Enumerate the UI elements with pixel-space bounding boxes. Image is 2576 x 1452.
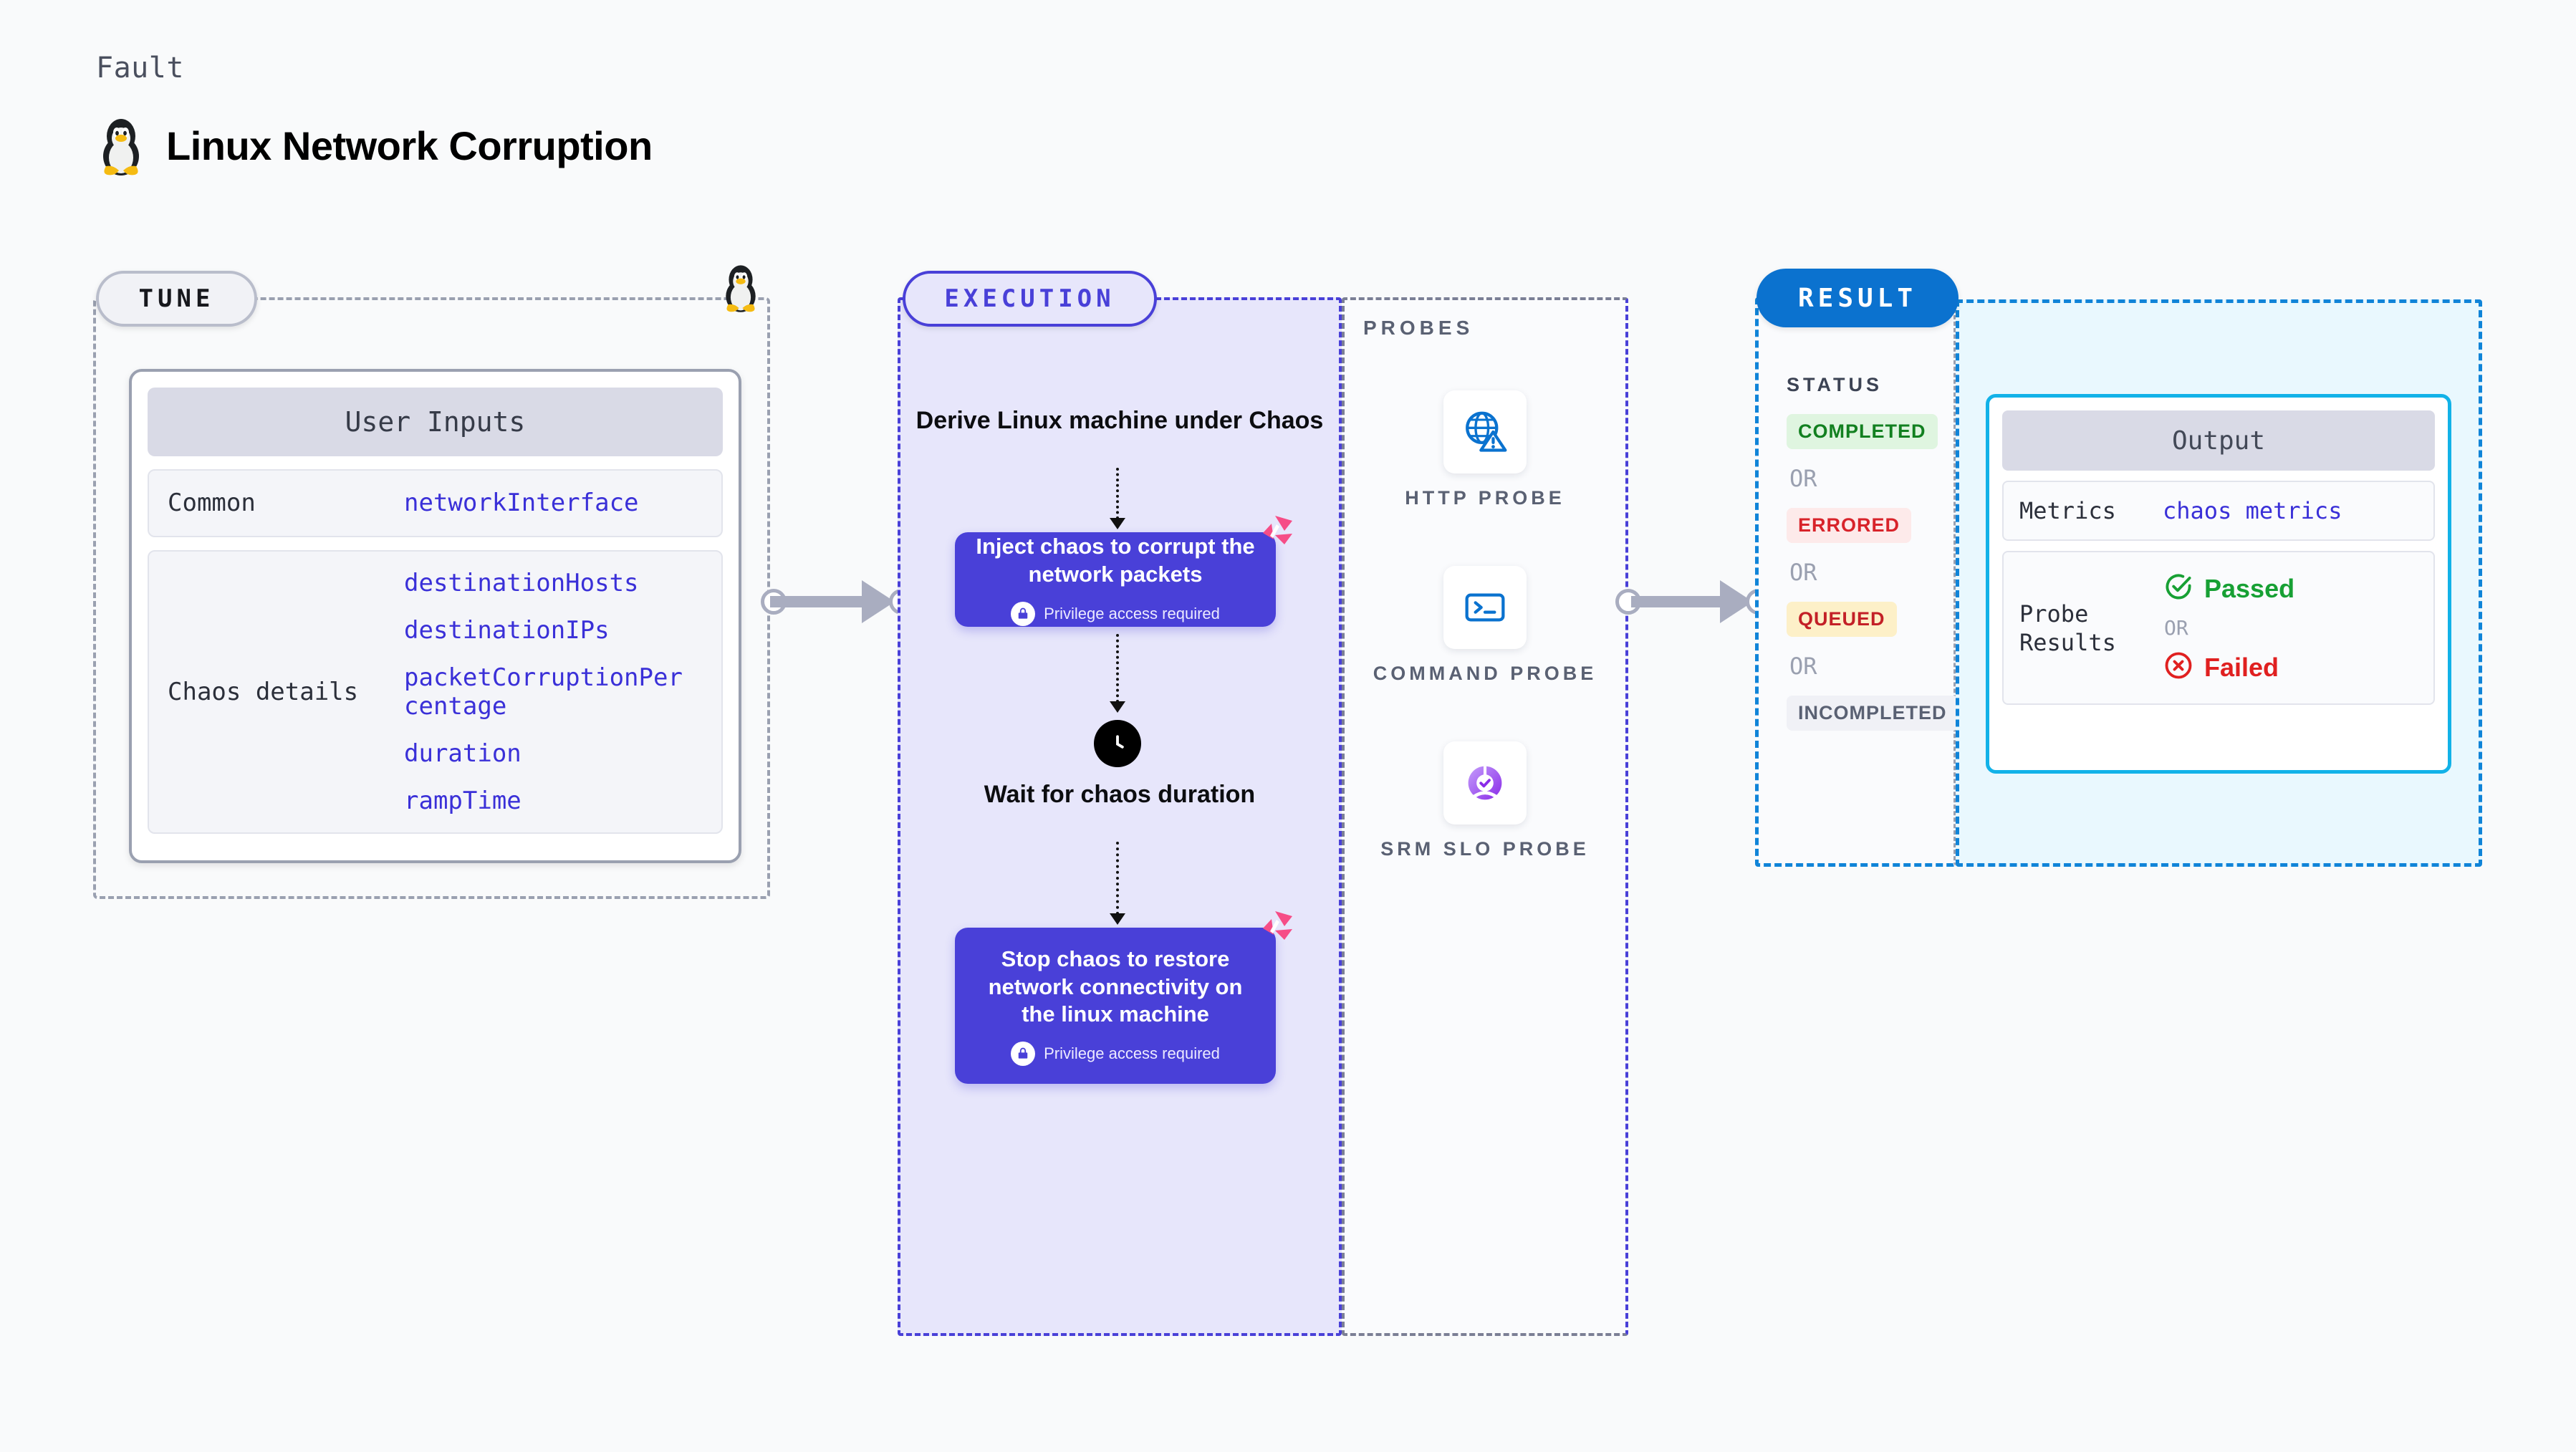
status-badge-completed: COMPLETED <box>1787 414 1938 449</box>
page-title-row: Linux Network Corruption <box>96 115 653 176</box>
linux-penguin-icon <box>96 115 146 176</box>
tune-section-common-values: networkInterface <box>404 489 639 517</box>
flow-connector-line <box>1116 468 1119 519</box>
flow-step-derive-title: Derive Linux machine under Chaos <box>915 407 1324 434</box>
status-badge-errored: ERRORED <box>1787 508 1912 543</box>
tune-section-chaos-details: Chaos details destinationHosts destinati… <box>148 549 723 835</box>
execution-pill-label: EXECUTION <box>903 271 1157 327</box>
globe-warning-icon <box>1443 390 1527 473</box>
output-metrics-value[interactable]: chaos metrics <box>2163 497 2342 524</box>
result-pill-label: RESULT <box>1756 269 1959 327</box>
tune-pill-label: TUNE <box>96 271 257 327</box>
or-separator: OR <box>2164 616 2188 640</box>
execution-flow: Derive Linux machine under Chaos Inject … <box>898 297 1342 1336</box>
probe-item-srm-slo[interactable]: SRM SLO PROBE <box>1342 741 1628 862</box>
tune-section-chaos-details-values: destinationHosts destinationIPs packetCo… <box>404 569 691 816</box>
harness-logo-icon <box>1256 909 1294 948</box>
status-list: COMPLETED OR ERRORED OR QUEUED OR INCOMP… <box>1787 414 1959 731</box>
flow-connector-arrow <box>1110 701 1125 713</box>
slo-check-icon <box>1443 741 1527 824</box>
output-probe-results-row: Probe Results Passed OR <box>2002 551 2435 705</box>
input-key[interactable]: destinationHosts <box>404 568 639 597</box>
check-circle-icon <box>2163 571 2194 606</box>
probe-item-srm-slo-label: SRM SLO PROBE <box>1380 838 1590 860</box>
tune-section-chaos-details-label: Chaos details <box>168 677 359 706</box>
probe-item-http-label: HTTP PROBE <box>1405 487 1565 509</box>
output-metrics-row: Metrics chaos metrics <box>2002 481 2435 541</box>
flow-step-wait-label: Wait for chaos duration <box>984 781 1256 808</box>
connector-tune-to-execution <box>761 580 915 623</box>
probe-item-command[interactable]: COMMAND PROBE <box>1342 566 1628 686</box>
result-section <box>1755 297 1956 867</box>
probe-item-http[interactable]: HTTP PROBE <box>1342 390 1628 511</box>
harness-logo-icon <box>1256 514 1294 552</box>
input-key[interactable]: rampTime <box>404 787 522 816</box>
input-key[interactable]: destinationIPs <box>404 615 610 645</box>
or-separator: OR <box>1789 653 1817 680</box>
clock-icon <box>1094 720 1141 767</box>
tune-section-common-label: Common <box>168 489 256 517</box>
probe-result-failed: Failed <box>2163 650 2294 685</box>
output-metrics-label: Metrics <box>2019 497 2116 524</box>
probe-result-failed-label: Failed <box>2204 652 2279 682</box>
flow-node-inject-chaos[interactable]: Inject chaos to corrupt the network pack… <box>955 516 1292 627</box>
input-key[interactable]: networkInterface <box>404 489 639 518</box>
status-badge-incompleted: INCOMPLETED <box>1787 696 1959 731</box>
privilege-note: Privilege access required <box>1044 1044 1220 1063</box>
linux-penguin-icon-border <box>720 261 761 317</box>
flow-connector-line <box>1116 842 1119 915</box>
flow-node-stop-chaos-label: Stop chaos to restore network connectivi… <box>988 946 1243 1027</box>
probes-section-label: PROBES <box>1363 317 1474 339</box>
status-label: STATUS <box>1787 374 1883 395</box>
probe-result-passed-label: Passed <box>2204 573 2295 603</box>
privilege-note: Privilege access required <box>1044 604 1220 622</box>
page-eyebrow: Fault <box>96 52 184 85</box>
terminal-icon <box>1443 566 1527 649</box>
or-separator: OR <box>1789 559 1817 586</box>
page-title: Linux Network Corruption <box>166 122 653 168</box>
output-card-title: Output <box>2002 410 2435 471</box>
lock-icon <box>1011 601 1036 626</box>
user-inputs-card: User Inputs Common networkInterface Chao… <box>129 369 741 863</box>
privilege-badge: Privilege access required <box>1011 1042 1220 1067</box>
input-key[interactable]: packetCorruptionPercentage <box>404 663 683 721</box>
x-circle-icon <box>2163 650 2194 685</box>
output-card: Output Metrics chaos metrics Probe Resul… <box>1986 394 2451 774</box>
lock-icon <box>1011 1042 1036 1067</box>
or-separator: OR <box>1789 465 1817 492</box>
probe-result-passed: Passed <box>2163 571 2294 606</box>
status-badge-queued: QUEUED <box>1787 602 1897 637</box>
tune-section-common: Common networkInterface <box>148 469 723 537</box>
probe-item-command-label: COMMAND PROBE <box>1373 663 1597 684</box>
flow-node-stop-chaos[interactable]: Stop chaos to restore network connectivi… <box>955 911 1292 1084</box>
output-probe-results-label: Probe Results <box>2019 600 2116 656</box>
flow-connector-line <box>1116 634 1119 703</box>
privilege-badge: Privilege access required <box>1011 601 1220 626</box>
flow-connector-arrow <box>1110 518 1125 529</box>
flow-node-inject-chaos-label: Inject chaos to corrupt the network pack… <box>976 534 1255 587</box>
flow-connector-arrow <box>1110 913 1125 925</box>
user-inputs-title: User Inputs <box>148 388 723 456</box>
input-key[interactable]: duration <box>404 739 522 768</box>
probe-result-values: Passed OR Failed <box>2163 571 2294 685</box>
connector-probes-to-result <box>1615 580 1773 623</box>
